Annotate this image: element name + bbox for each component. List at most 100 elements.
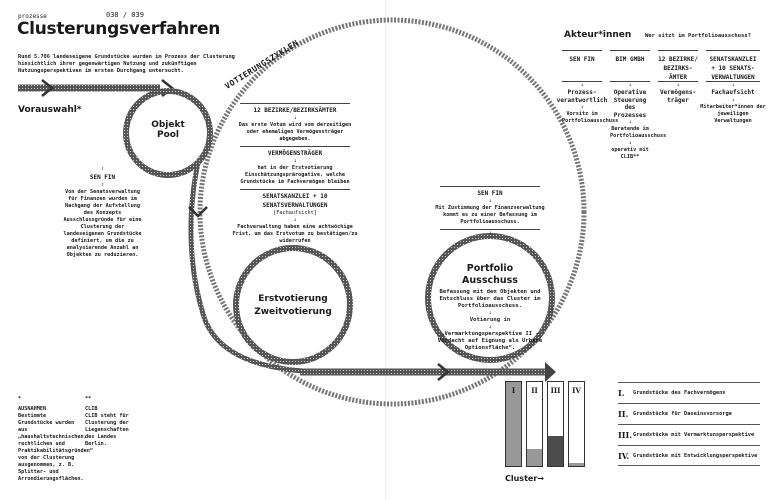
cluster-bar: IV [568,381,585,467]
akteur-head: 12 BEZIRKE/ BEZIRKS-ÄMTER [658,56,698,81]
akteure-question: Wer sitzt im Portfolioausschuss? [644,33,751,39]
portfolio-block: Portfolio Ausschuss Befassung mit den Ob… [437,263,543,352]
footnote-mark: ** [85,396,92,402]
akteur-column: SENATSKANZLEI + 10 SENATS-VERWALTUNGEN ↓… [700,50,766,161]
akteur-note: Beratende im Portfolioausschuss [610,126,667,139]
cluster-bar: III [547,381,564,467]
cluster-bar-label: I [511,386,516,395]
footnote-mark: * [18,396,22,402]
akteur-column: SEN FIN ↓ Prozess-verantwortlich ↓ Vorsi… [557,50,619,161]
legend-row: I. Grundstücke des Fachvermögens [618,382,760,403]
arrow-down-icon: ↓ [628,119,632,125]
legend-num: I. [618,388,625,398]
votierung-in: Votierung in [469,317,511,323]
legend-row: II. Grundstücke für Daseinsvorsorge [618,403,760,424]
objekt-pool-circle [123,88,213,178]
senfin-title: SEN FIN [477,190,503,197]
footnote-clib: ** CLIB CLIB steht für Clusterung der Li… [85,396,141,448]
legend-num: IV. [618,450,630,461]
cluster-bar-label: II [531,386,538,395]
legend-num: III. [618,430,633,440]
erstvotierung-circle [233,245,353,365]
akteure-columns: SEN FIN ↓ Prozess-verantwortlich ↓ Vorsi… [557,50,766,161]
legend-text: Grundstücke des Fachvermögens [633,390,726,396]
arrow-down-icon: ↓ [580,82,584,88]
vorauswahl-label: Vorauswahl* [18,105,82,115]
akteur-head: SENATSKANZLEI + 10 SENATS-VERWALTUNGEN [709,56,757,81]
akteur-note: operativ mit CLIB** [611,147,649,160]
senfin-left-block: ↑ SEN FIN ↑ Von der Senatsverwaltung für… [60,166,145,259]
legend-row: IV.Grundstücke mit Entwicklungsperspekti… [618,445,760,466]
portfolio-quote: „Vermarktungsperspektive II - Verdacht a… [437,331,543,351]
senfin-title: SEN FIN [89,174,116,181]
arrow-down-icon: ↓ [731,82,735,88]
step-title: VERMÖGENSTRÄGER [267,150,323,157]
portfolio-text: Befassung mit den Objekten und Entschlus… [439,289,541,309]
arrow-down-icon: ↓ [488,324,492,330]
akteure-title: Akteur*innen [564,30,632,40]
senfin-right-block: SEN FIN ↓ Mit Zustimmung der Finanzverwa… [435,186,545,237]
legend-text: Grundstücke für Daseinsvorsorge [633,411,732,417]
arrow-down-icon: ↓ [580,104,584,110]
cluster-bar-fill [548,435,563,466]
step-sub: [Fachaufsicht] [273,210,317,216]
akteure-header: Akteur*innen Wer sitzt im Portfolioaussc… [564,22,751,41]
section-label: prozesse [18,13,47,20]
akteur-role: Fachaufsicht [711,89,755,96]
akteur-role: Operative Steuerung des Prozesses [613,89,647,119]
legend-text: Grundstücke mit Entwicklungsperspektive [633,452,758,459]
akteur-head: BIM GMBH [615,56,645,63]
arrow-up-icon: ↑ [100,166,105,172]
akteur-note: Mitarbeiter*innen der jeweiligen Verwalt… [700,103,766,124]
step-title: SENATSKANZLEI + 10 SENATSVERWALTUNGEN [262,193,328,209]
cluster-label: Cluster→ [505,474,544,483]
page-title: Clusterungsverfahren [17,19,221,39]
intro-text: Rund 5.706 landeseigene Grundstücke wurd… [18,54,235,74]
footnote-ausnahmen: * AUSNAHMEN Bestimmte Grundstücke wurden… [18,396,93,483]
footnote-title: CLIB [85,406,98,412]
arrow-down-icon: ↓ [488,310,492,316]
cluster-bar: II [526,381,543,467]
legend-text: Grundstücke mit Vermarktunsperspektive [633,432,755,438]
footnote-title: AUSNAHMEN [18,406,47,412]
akteur-note: Vorsitz im Portfolioausschuss [562,111,619,124]
senfin-text: Mit Zustimmung der Finanzverwaltung komm… [435,205,545,225]
portfolio-circle [425,233,555,363]
arrow-down-icon: ↓ [628,140,632,146]
arrow-down-icon: ↓ [488,230,492,236]
page-gutter [385,0,386,500]
arrow-down-icon: ↓ [676,82,680,88]
senfin-text: Von der Senatsverwaltung für Finanzen wu… [63,189,142,258]
akteur-role: Vermögens-träger [659,89,697,104]
akteur-head: SEN FIN [569,56,595,63]
legend-row: III.Grundstücke mit Vermarktunsperspekti… [618,424,760,445]
cluster-bar-fill [569,463,584,466]
step-text: Fachverwaltung haben eine achtwöchige Fr… [232,224,358,244]
arrow-down-icon: ↓ [293,217,297,223]
legend-num: II. [618,409,629,419]
cluster-bar: I [505,381,522,467]
cluster-bar-fill [506,382,521,466]
arrow-up-icon: ↑ [100,182,105,188]
step-text: hat in der Erstvotierung Einschätzungspr… [240,165,350,185]
footnote-text: CLIB steht für Clusterung der Liegenscha… [85,413,129,447]
cluster-bar-label: IV [572,386,581,395]
cluster-bar-label: III [550,386,561,395]
voting-cycle-circle [197,17,587,407]
step-title: 12 BEZIRKE/BEZIRKSÄMTER [253,107,337,114]
voting-steps: 12 BEZIRKE/BEZIRKSÄMTER ↓ Das erste Votu… [233,103,357,245]
arrow-down-icon: ↓ [731,96,735,103]
akteur-column: BIM GMBH ↓ Operative Steuerung des Proze… [610,50,667,161]
step-text: Das erste Votum wird vom derzeitigen ode… [238,122,352,142]
akteur-role: Prozess-verantwortlich [556,89,608,104]
arrow-down-icon: ↓ [488,198,492,204]
page-numbers: 038 / 039 [106,11,144,19]
objekt-pool-label: Objekt Pool [151,120,185,140]
footnote-text: Bestimmte Grundstücke wurden aus „hausha… [18,413,93,482]
cluster-bar-fill [527,449,542,466]
votierung-label: Erstvotierung Zweitvotierung [254,294,332,317]
portfolio-title: Portfolio Ausschuss [462,263,518,286]
